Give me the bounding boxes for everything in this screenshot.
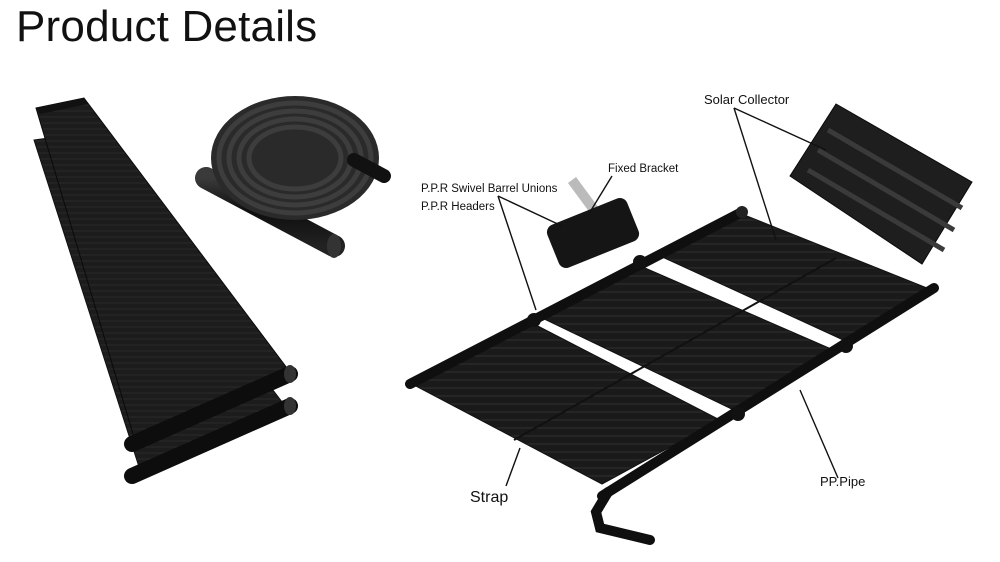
- label-fixed-bracket: Fixed Bracket: [608, 163, 679, 175]
- collector-closeup: [789, 103, 973, 265]
- label-solar-collector: Solar Collector: [704, 92, 790, 107]
- label-headers: P.P.R Headers: [421, 201, 495, 213]
- label-strap: Strap: [470, 489, 509, 506]
- page-title: Product Details: [16, 2, 318, 51]
- strap-line: [513, 257, 837, 441]
- label-swivel-unions: P.P.R Swivel Barrel Unions: [421, 183, 558, 195]
- bottom-header-pipe: [597, 283, 939, 501]
- long-panel-headers: [124, 365, 298, 484]
- top-header-pipe: [405, 206, 748, 389]
- fixed-bracket-part: [546, 177, 640, 269]
- coiled-panel: [195, 96, 391, 258]
- feed-pipe: [590, 487, 655, 545]
- label-pp-pipe: PP.Pipe: [820, 474, 866, 489]
- callout-lines: [497, 107, 839, 487]
